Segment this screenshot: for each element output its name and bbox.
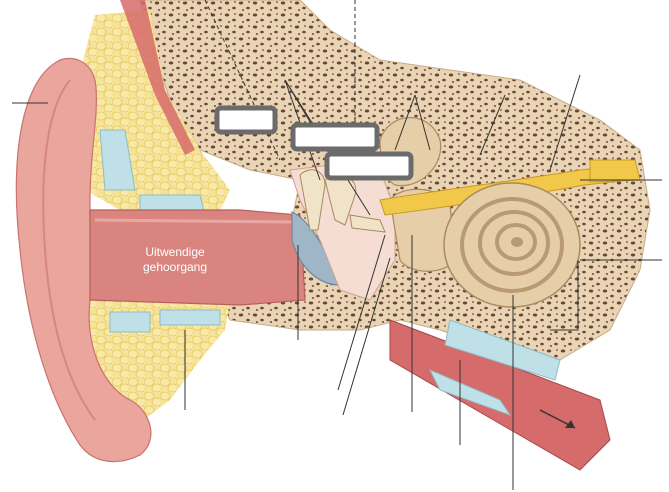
eustachian-tube bbox=[389, 319, 611, 471]
canal-label-line2: gehoorgang bbox=[143, 260, 207, 274]
leader-lines bbox=[12, 0, 662, 490]
leader-bone bbox=[479, 94, 506, 156]
pinna-fold bbox=[42, 79, 96, 421]
cartilage-lower-2 bbox=[159, 309, 221, 326]
cochlea bbox=[443, 182, 581, 308]
pinna bbox=[15, 57, 152, 463]
nerve-bundle-end bbox=[589, 159, 641, 183]
muscle-strip-top bbox=[120, 0, 195, 155]
cartilage-lower-1 bbox=[109, 311, 151, 333]
eustachian-tube-cartilage bbox=[428, 369, 512, 416]
blank-label-box-3 bbox=[324, 151, 414, 181]
leader-right-bracket bbox=[550, 260, 579, 331]
leader-oval-window bbox=[337, 234, 386, 391]
malleus bbox=[299, 169, 326, 231]
leader-nerve bbox=[549, 74, 581, 171]
cartilage-upper-1 bbox=[99, 129, 136, 191]
leader-canal-1 bbox=[394, 94, 416, 151]
leader-round-window bbox=[342, 257, 391, 416]
blank-label-box-1 bbox=[214, 105, 278, 135]
eustachian-tube-cartilage-2 bbox=[444, 319, 561, 381]
air-flow-arrowhead bbox=[565, 420, 575, 428]
leader-canal-2 bbox=[414, 94, 431, 151]
external-auditory-canal bbox=[89, 209, 306, 306]
canal-label-line1: Uitwendige bbox=[145, 245, 205, 259]
stapes bbox=[349, 214, 386, 233]
canal-highlight bbox=[94, 218, 296, 224]
blank-label-box-2 bbox=[290, 122, 380, 152]
